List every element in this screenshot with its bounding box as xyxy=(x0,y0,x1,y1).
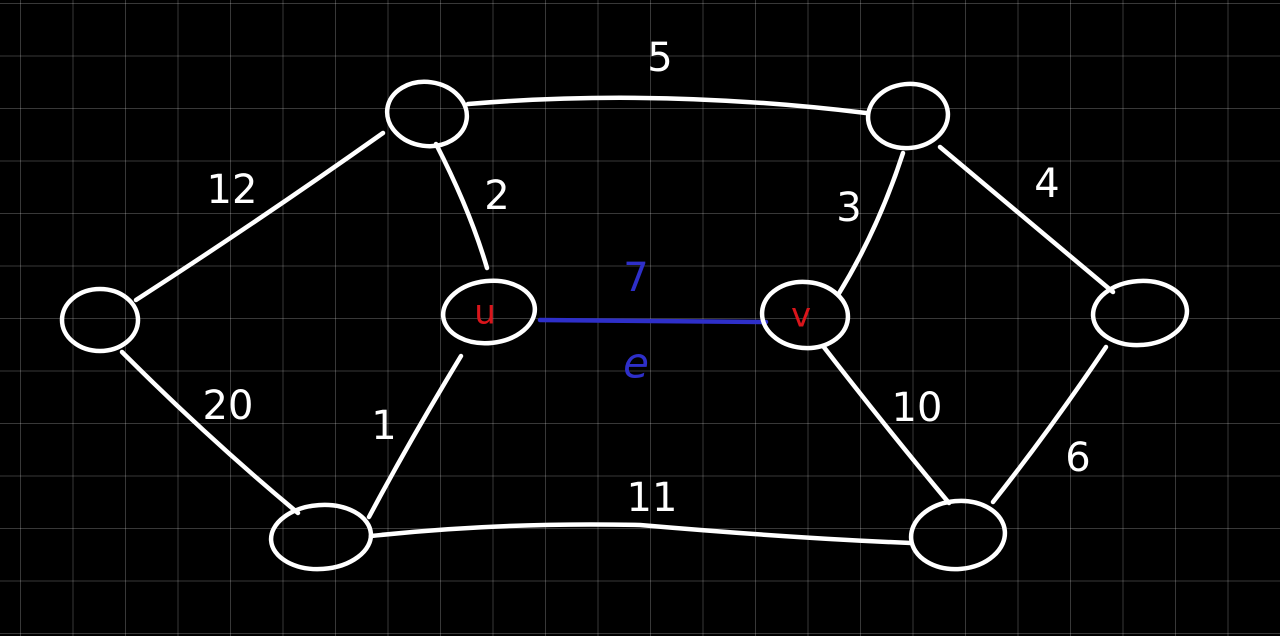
edge-v-bottom-right xyxy=(820,343,952,506)
edge-bottom-left-bottom-right xyxy=(368,522,914,546)
edge-weight-top-left-top-right: 5 xyxy=(647,35,672,81)
edge-u-bottom-left xyxy=(366,353,464,520)
node-top-left xyxy=(384,79,470,149)
node-bottom-right xyxy=(908,498,1008,572)
edge-weight-u-v: 7 xyxy=(623,255,648,301)
edge-top-left-u xyxy=(433,141,490,271)
edge-far-left-bottom-left xyxy=(119,349,301,516)
node-far-right xyxy=(1090,278,1190,348)
edges-layer xyxy=(119,95,1116,546)
node-bottom-left xyxy=(268,502,374,572)
labels-layer: 5 12 2 3 4 7 e 20 1 10 6 11 xyxy=(203,35,1091,521)
edge-name-label: e xyxy=(623,339,649,388)
edge-weight-top-right-v: 3 xyxy=(836,185,861,231)
edge-weight-v-bottom-right: 10 xyxy=(892,385,943,431)
edge-u-v xyxy=(537,317,769,325)
node-far-left xyxy=(59,286,141,354)
edge-weight-far-left-bottom-left: 20 xyxy=(203,383,254,429)
node-top-right xyxy=(865,81,951,151)
node-u xyxy=(440,278,538,346)
node-label-v: v xyxy=(791,296,811,336)
edge-far-left-top-left xyxy=(133,130,386,303)
edge-weight-top-right-far-right: 4 xyxy=(1034,161,1059,207)
edge-weight-bottom-left-bottom-right: 11 xyxy=(627,475,678,521)
node-label-u: u xyxy=(474,293,496,333)
edge-far-right-bottom-right xyxy=(990,344,1109,505)
edge-top-right-far-right xyxy=(937,144,1116,295)
edge-weight-top-left-u: 2 xyxy=(484,173,509,219)
edge-top-left-top-right xyxy=(465,95,869,116)
edge-weight-u-bottom-left: 1 xyxy=(371,403,396,449)
edge-weight-far-right-bottom-right: 6 xyxy=(1065,435,1090,481)
edge-top-right-v xyxy=(835,150,906,298)
node-v xyxy=(759,279,851,351)
edge-weight-far-left-top-left: 12 xyxy=(207,167,258,213)
